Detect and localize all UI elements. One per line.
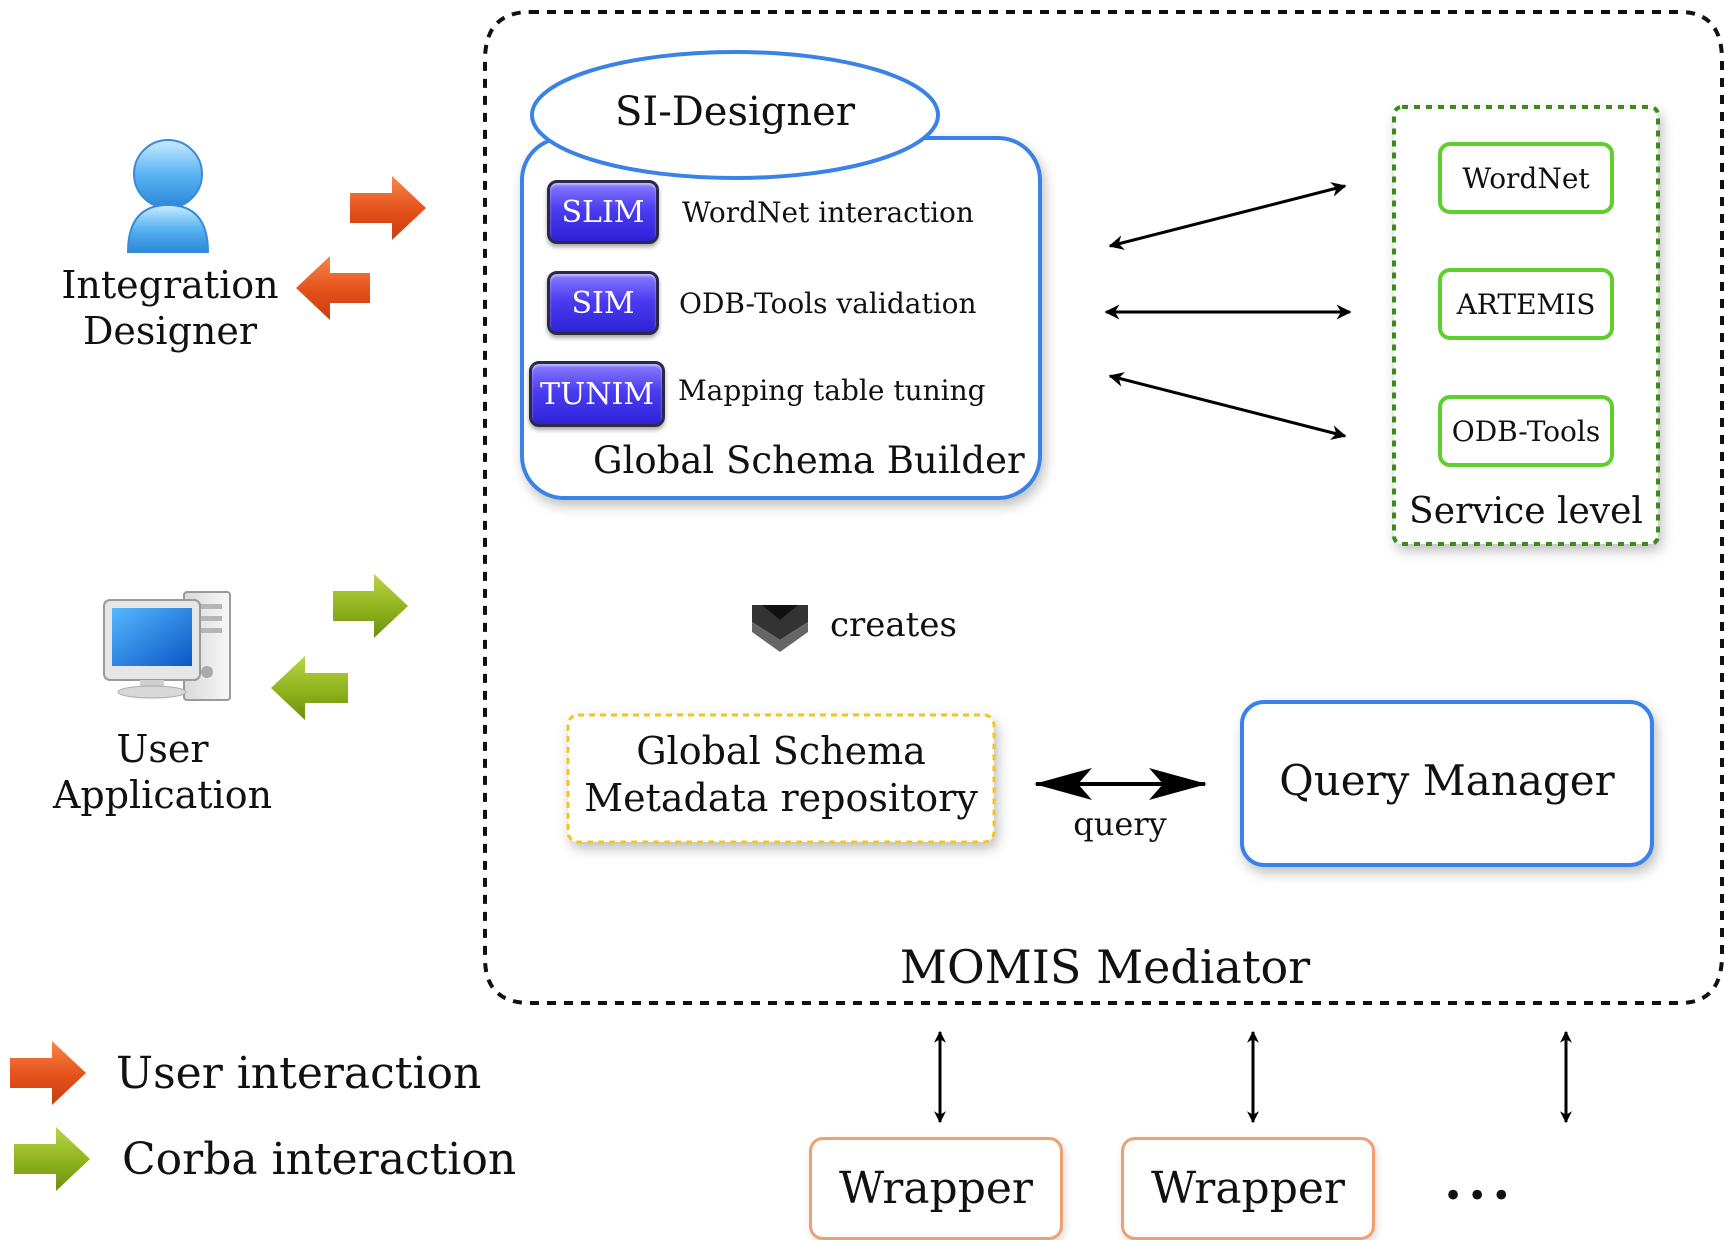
momis-mediator-label: MOMIS Mediator xyxy=(899,940,1311,994)
query-manager-box xyxy=(1240,700,1654,867)
si-designer-ellipse xyxy=(530,50,940,180)
wrapper-box-2[interactable]: Wrapper xyxy=(1121,1137,1375,1240)
sim-description: ODB-Tools validation xyxy=(679,287,977,320)
arrow-builder-odbtools xyxy=(1108,372,1347,440)
repository-line1: Global Schema xyxy=(636,729,926,773)
orange-arrow-left-icon xyxy=(296,256,370,320)
legend-green-arrow-icon xyxy=(14,1127,90,1191)
green-arrow-left-icon xyxy=(271,656,348,720)
computer-icon xyxy=(103,591,231,701)
query-manager-label: Query Manager xyxy=(1279,756,1615,805)
wrapper-box-1[interactable]: Wrapper xyxy=(809,1137,1063,1240)
tunim-button[interactable]: TUNIM xyxy=(529,361,665,427)
slim-button[interactable]: SLIM xyxy=(547,180,659,244)
service-level-label: Service level xyxy=(1409,491,1643,532)
creates-label: creates xyxy=(830,605,957,645)
arrow-builder-wordnet xyxy=(1108,182,1347,250)
orange-arrow-right-icon xyxy=(350,176,426,240)
global-schema-builder-label: Global Schema Builder xyxy=(593,439,1025,482)
mediator-boundary xyxy=(483,10,1724,1005)
service-odb-tools[interactable]: ODB-Tools xyxy=(1438,395,1614,467)
legend-user-interaction-label: User interaction xyxy=(116,1048,482,1099)
sim-button[interactable]: SIM xyxy=(547,271,659,335)
tunim-description: Mapping table tuning xyxy=(678,374,986,407)
user-application-label: User Application xyxy=(52,727,273,817)
green-arrow-right-icon xyxy=(333,574,408,638)
legend-orange-arrow-icon xyxy=(10,1041,86,1105)
integration-designer-label: Integration Designer xyxy=(61,263,279,353)
service-wordnet[interactable]: WordNet xyxy=(1438,142,1614,214)
creates-arrow-icon xyxy=(752,605,808,652)
service-artemis[interactable]: ARTEMIS xyxy=(1438,268,1614,340)
si-designer-title: SI-Designer xyxy=(615,89,855,135)
slim-description: WordNet interaction xyxy=(682,196,974,229)
query-label: query xyxy=(1073,805,1167,843)
user-icon xyxy=(126,139,210,253)
repository-box xyxy=(566,713,996,844)
more-wrappers-ellipsis: ... xyxy=(1444,1151,1517,1212)
legend-corba-interaction-label: Corba interaction xyxy=(122,1134,517,1185)
repository-line2: Metadata repository xyxy=(584,776,978,820)
